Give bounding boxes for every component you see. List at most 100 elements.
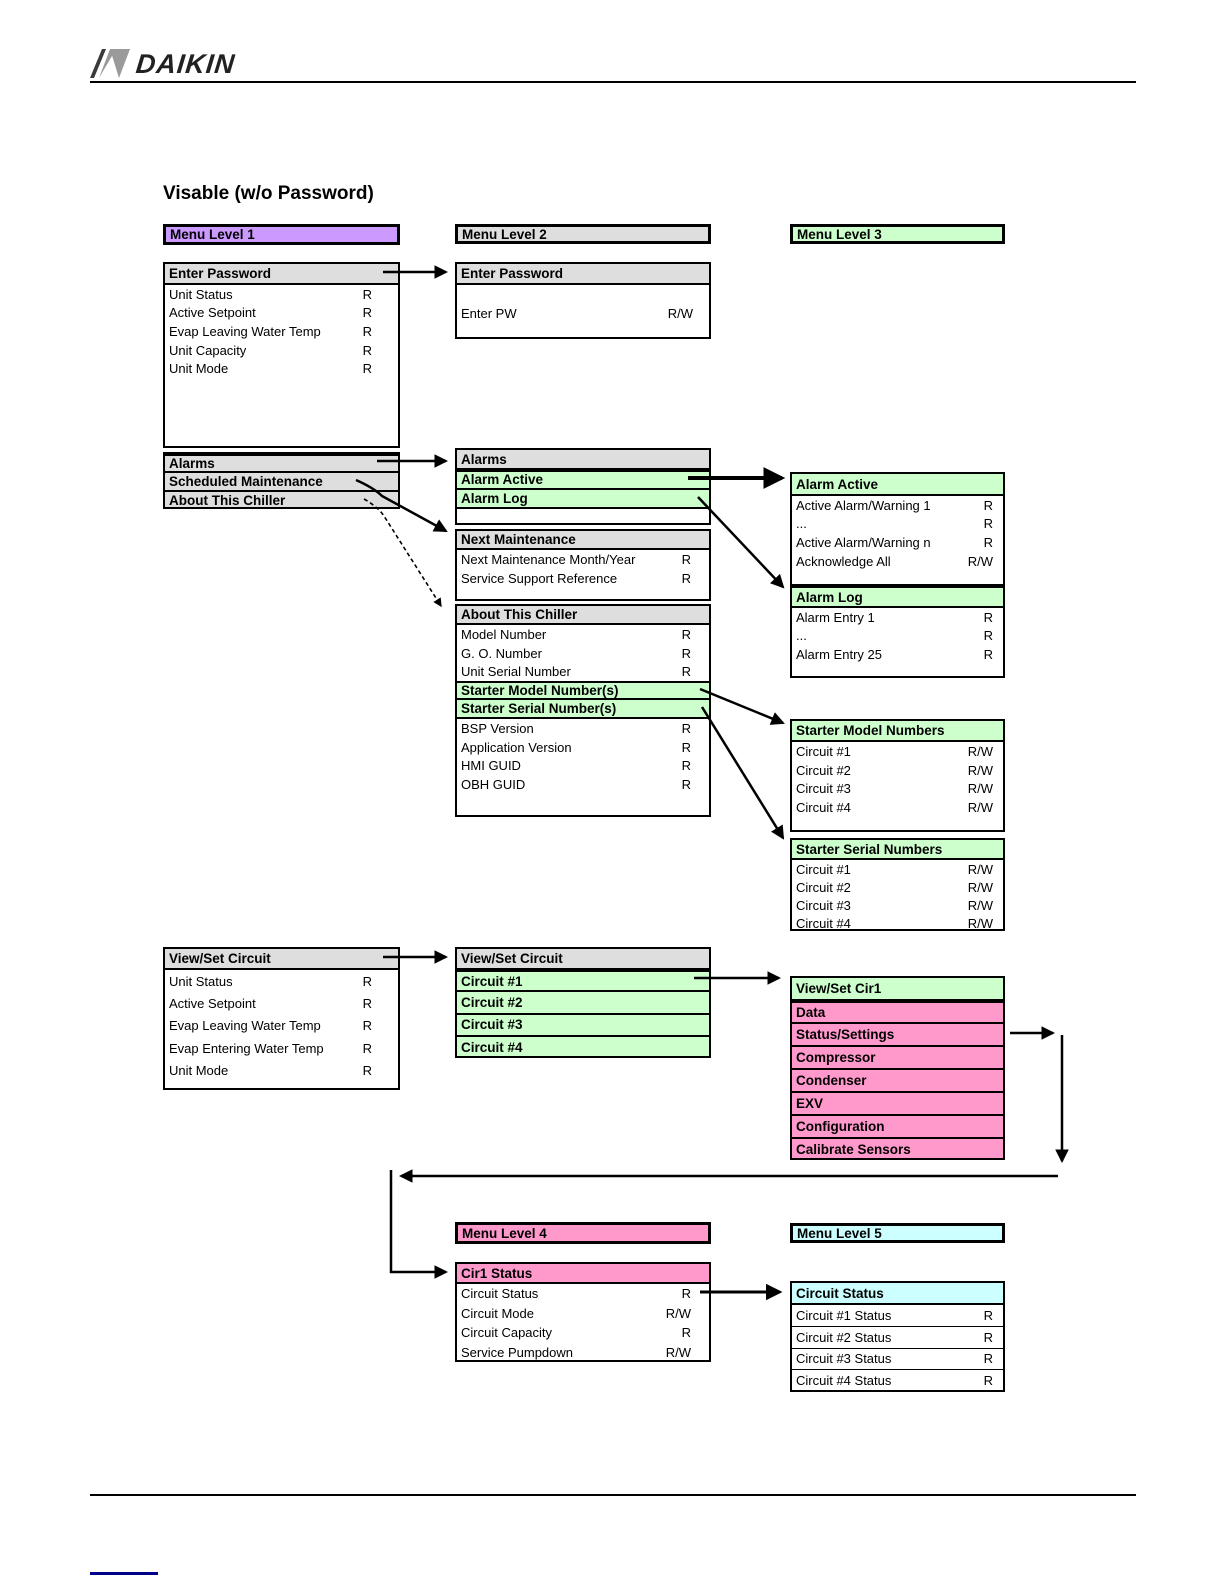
menu-row-label: Alarms <box>169 456 215 471</box>
access-flag: R <box>681 1325 691 1341</box>
menu-row-label: Circuit #3 <box>796 897 851 913</box>
l2-next-maintenance-title: Next Maintenance <box>461 532 576 547</box>
menu-row-label: Circuit #1 <box>461 973 523 989</box>
connector-starter-serial-numbers <box>700 706 785 840</box>
menu-row-label: HMI GUID <box>461 758 521 774</box>
menu-row-label: Starter Serial Number(s) <box>461 701 617 717</box>
menu-row-label: Circuit #3 <box>796 781 851 797</box>
menu-row-label: Scheduled Maintenance <box>169 474 323 489</box>
access-flag: R <box>362 305 372 321</box>
menu-row-label: Active Setpoint <box>169 305 256 321</box>
l2-about-this-chiller-title: About This Chiller <box>461 607 578 622</box>
menu-row-label: Condenser <box>796 1073 867 1088</box>
menu-row-label: Enter PW <box>461 306 517 321</box>
access-flag: R <box>362 342 372 358</box>
access-flag: R <box>362 323 372 339</box>
access-flag: R/W <box>967 861 993 877</box>
menu-row-label: Model Number <box>461 626 547 642</box>
access-flag: R/W <box>967 879 993 895</box>
access-flag: R <box>983 609 993 625</box>
access-flag: R <box>983 646 993 662</box>
menu-row-configuration: Configuration <box>792 1116 1003 1139</box>
footer-rule <box>90 1494 1136 1496</box>
menu-row-label: Active Alarm/Warning 1 <box>796 497 931 513</box>
menu-row-circuit-3: Circuit #3 R/W <box>792 780 1003 799</box>
l1-enter-password-title: Enter Password <box>169 266 272 281</box>
menu-row-circuit-3: Circuit #3 R/W <box>792 896 1003 914</box>
menu-row-exv: EXV <box>792 1093 1003 1116</box>
menu-row-starter-serial-number-s: Starter Serial Number(s) <box>457 700 709 719</box>
menu-row-status-settings: Status/Settings <box>792 1024 1003 1047</box>
menu-row-label: Evap Entering Water Temp <box>169 1040 324 1056</box>
l3-starter-model-numbers-title: Starter Model Numbers <box>796 723 945 738</box>
menu-row-label: Configuration <box>796 1119 885 1134</box>
menu-row-label: Circuit Status <box>461 1286 539 1302</box>
menu-row-label: Alarm Active <box>461 472 544 488</box>
menu-row-label: Calibrate Sensors <box>796 1142 911 1157</box>
menu-row-evap-entering-water-temp: Evap Entering Water Temp R <box>165 1037 398 1059</box>
menu-row-data: Data <box>792 1001 1003 1024</box>
access-flag: R <box>983 628 993 644</box>
menu-row-starter-model-number-s: Starter Model Number(s) <box>457 681 709 701</box>
l2-enter-password-title: Enter Password <box>461 266 564 281</box>
access-flag: R <box>983 534 993 550</box>
l3-alarm-log-header: Alarm Log <box>792 588 1003 608</box>
access-flag: R <box>362 1040 372 1056</box>
menu-row-label: Service Pumpdown <box>461 1344 573 1360</box>
access-flag: R <box>983 1329 993 1345</box>
l1-view-set-circuit-header: View/Set Circuit <box>165 949 398 970</box>
access-flag: R <box>362 361 372 377</box>
access-flag: R <box>362 1018 372 1034</box>
menu-row-label: Starter Model Number(s) <box>461 683 619 699</box>
access-flag: R <box>681 1286 691 1302</box>
l3-view-set-cir1-header: View/Set Cir1 <box>792 978 1003 1001</box>
menu-level-2: Menu Level 2 <box>455 224 711 244</box>
l1-view-set-circuit-title: View/Set Circuit <box>169 951 271 966</box>
menu-row-label: Evap Leaving Water Temp <box>169 1018 321 1034</box>
access-flag: R/W <box>967 762 993 778</box>
access-flag: R/W <box>967 897 993 913</box>
menu-row-label: Circuit #2 <box>461 995 523 1011</box>
l2-view-set-circuit-header: View/Set Circuit <box>457 949 709 970</box>
menu-row-circuit-1: Circuit #1 R/W <box>792 742 1003 761</box>
menu-row-label: Data <box>796 1005 826 1020</box>
header-rule <box>90 81 1136 83</box>
connector-into-cir1-status <box>389 1170 449 1279</box>
menu-row-label: Circuit #3 <box>461 1017 523 1033</box>
menu-row-circuit-4: Circuit #4 <box>457 1037 709 1056</box>
access-flag: R/W <box>967 916 993 931</box>
access-flag: R/W <box>967 743 993 759</box>
access-flag: R <box>362 286 372 302</box>
menu-row-scheduled-maintenance: Scheduled Maintenance <box>165 473 398 492</box>
menu-row-label: Compressor <box>796 1050 876 1065</box>
menu-row-label: ... <box>796 628 807 644</box>
menu-row-label: Circuit #1 <box>796 743 851 759</box>
menu-row-condenser: Condenser <box>792 1070 1003 1093</box>
access-flag: R/W <box>967 781 993 797</box>
menu-row-label: Circuit #2 <box>796 879 851 895</box>
menu-row-label: OBH GUID <box>461 777 526 793</box>
menu-row-label: Unit Serial Number <box>461 664 571 680</box>
menu-row-label: Circuit #4 <box>796 916 851 931</box>
footer-link-underline[interactable] <box>90 1572 158 1575</box>
menu-row-alarm-log: Alarm Log <box>457 489 709 509</box>
